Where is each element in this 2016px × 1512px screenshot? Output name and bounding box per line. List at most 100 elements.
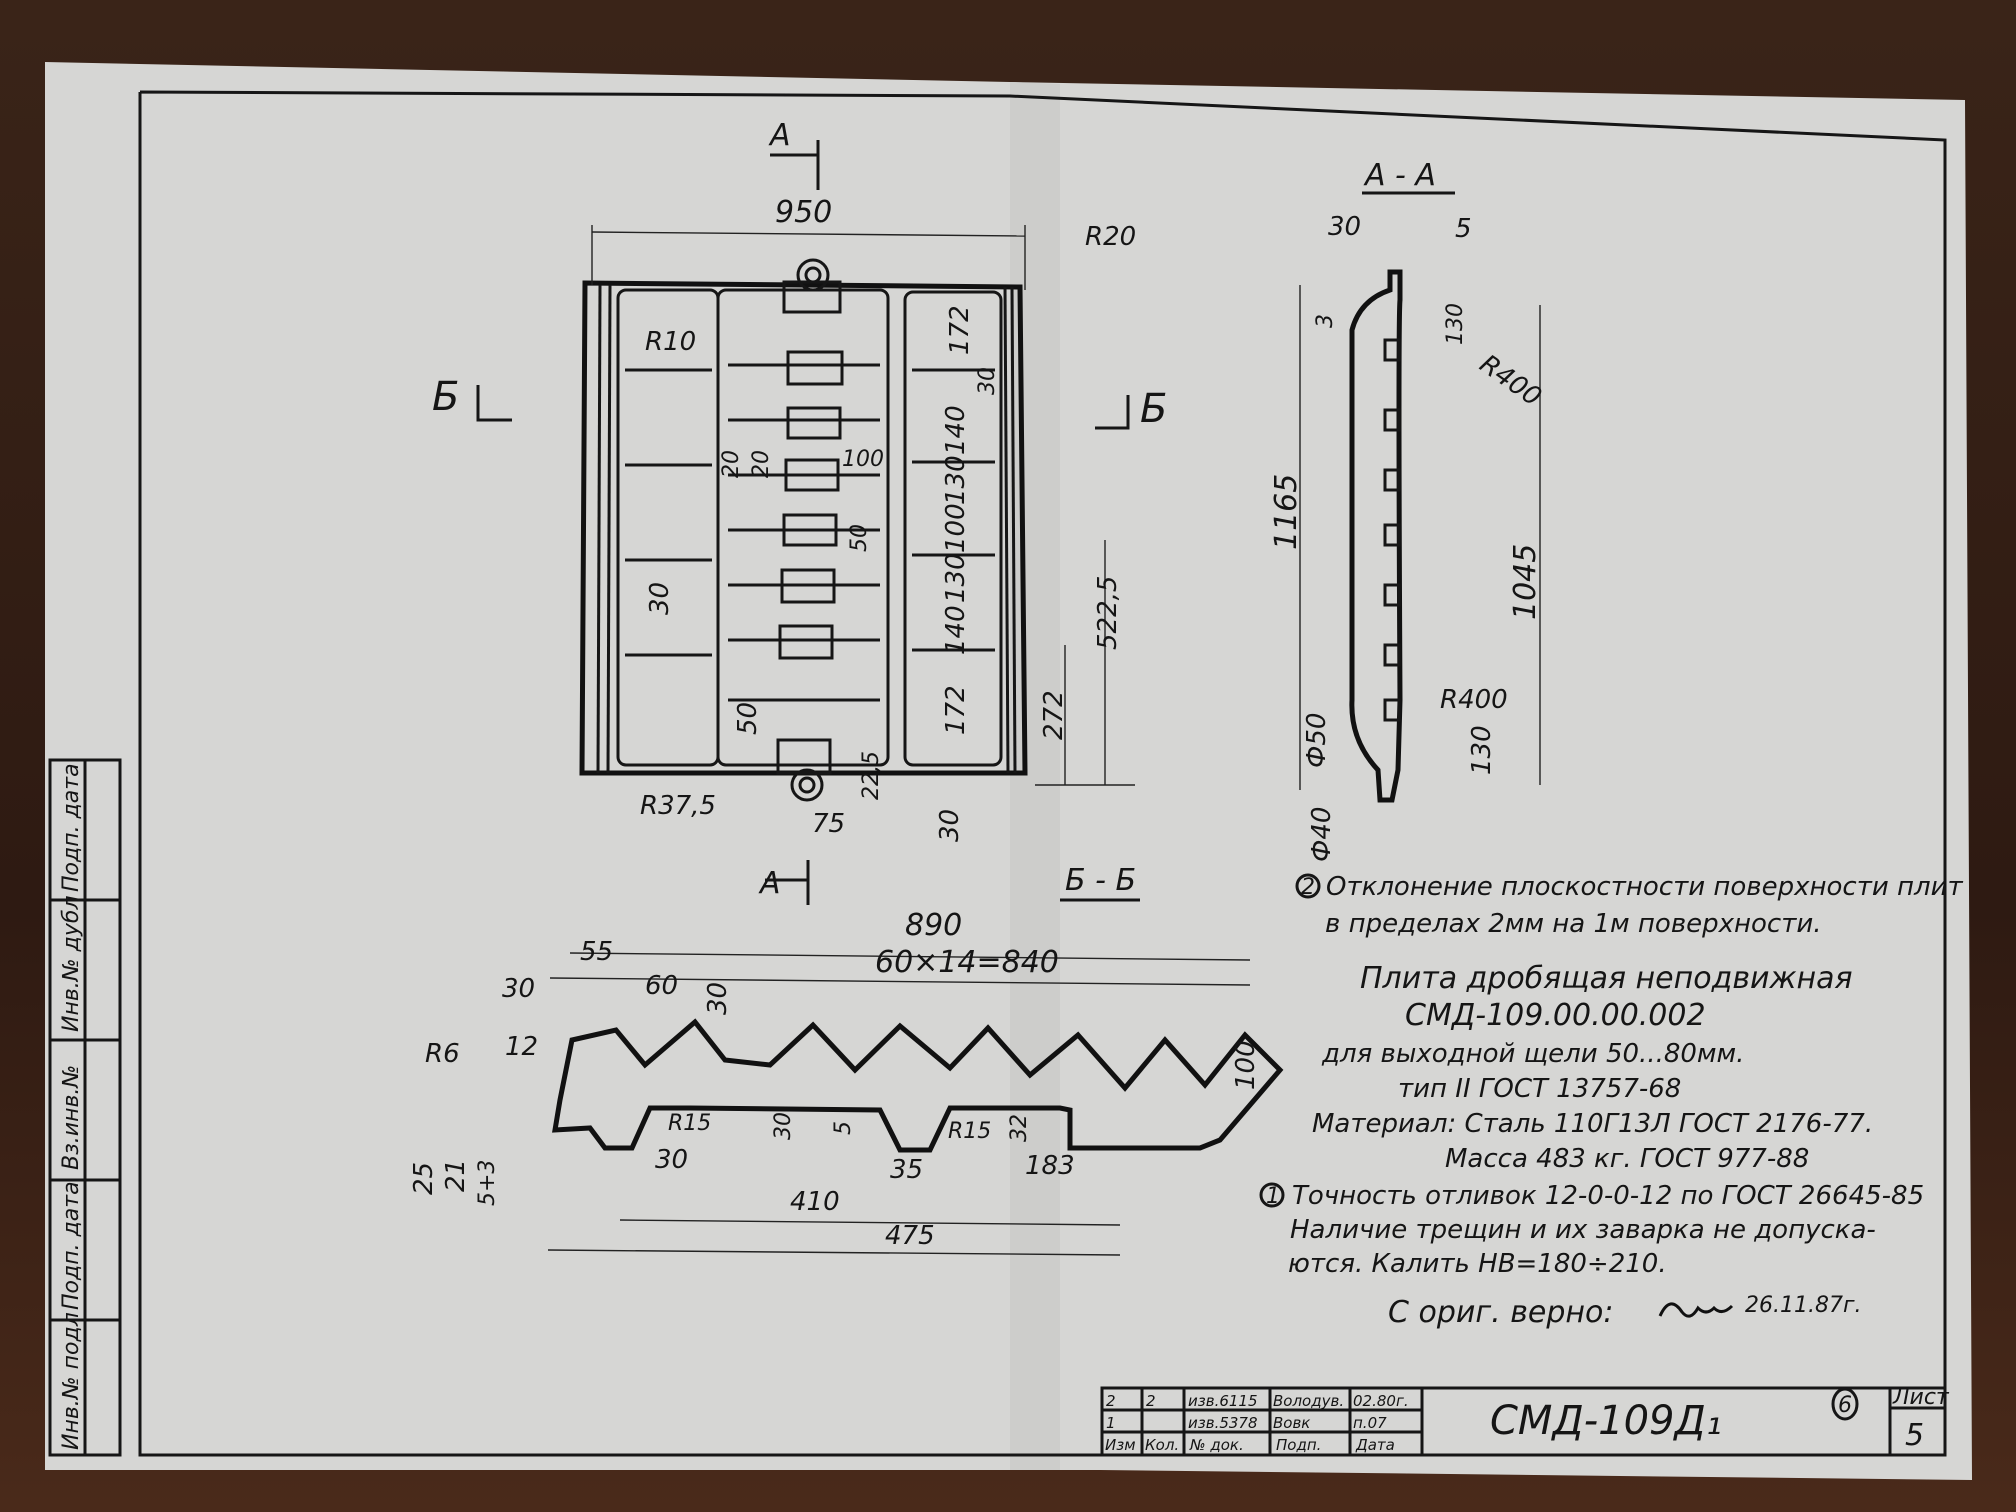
tb-header: № док. <box>1189 1436 1244 1454</box>
signature <box>1658 1302 1734 1318</box>
dim-label: R10 <box>645 327 696 357</box>
part-name: Плита дробящая неподвижная <box>1360 961 1853 996</box>
certified-label: С ориг. верно: <box>1388 1295 1613 1330</box>
note-marker: 2 <box>1301 875 1315 900</box>
circled-number: 6 <box>1838 1393 1852 1418</box>
dim-label: 5 <box>831 1121 856 1135</box>
material-text: Материал: Сталь 110Г13Л ГОСТ 2176-77. <box>1312 1109 1873 1139</box>
dim-label: Ф40 <box>1307 807 1337 862</box>
dim-label: R20 <box>1085 222 1136 252</box>
section-marks: А А Б Б <box>432 118 1167 905</box>
tb-cell: Володув. <box>1273 1392 1344 1410</box>
dim-label: R15 <box>668 1111 711 1136</box>
section-bb-title: Б - Б <box>1065 863 1136 898</box>
dim-label: 50 <box>733 702 763 735</box>
dim-label: 1045 <box>1508 544 1543 620</box>
dim-label: 272 <box>1039 690 1069 740</box>
note-text: Точность отливок 12-0-0-12 по ГОСТ 26645… <box>1292 1181 1924 1211</box>
dim-label: Ф50 <box>1302 713 1332 768</box>
section-mark-a-bottom: А <box>758 866 781 901</box>
dim-label: 130 <box>1443 303 1468 345</box>
dim-label: R15 <box>948 1119 991 1144</box>
tb-cell: 02.80г. <box>1353 1392 1409 1410</box>
dim-label: 30 <box>703 982 733 1015</box>
dim-label: 60×14=840 <box>875 945 1059 980</box>
dim-label: 30 <box>975 367 1000 395</box>
note-text: Отклонение плоскостности поверхности пли… <box>1326 872 1964 902</box>
mass-text: Масса 483 кг. ГОСТ 977-88 <box>1445 1144 1809 1174</box>
dim-label: 100 <box>1231 1040 1261 1090</box>
section-mark-b-left: Б <box>432 374 459 420</box>
sheet-label: Лист <box>1892 1385 1950 1410</box>
dim-label: 30 <box>502 974 535 1004</box>
dim-label: 410 <box>790 1187 840 1217</box>
dim-label: 522,5 <box>1093 576 1123 650</box>
dim-label: 3 <box>1313 314 1338 328</box>
plan-view: 950 R20 R10 172 30 140 130 100 130 140 1… <box>579 195 1136 842</box>
dim-label: 25 <box>409 1162 439 1195</box>
stamp-label: Подп. дата <box>59 1181 84 1310</box>
dim-label: 20 <box>749 450 774 478</box>
dim-label: 32 <box>1007 1114 1032 1142</box>
dim-label: 130 <box>941 455 971 505</box>
tb-cell: 2 <box>1146 1392 1156 1410</box>
tb-header: Кол. <box>1145 1436 1179 1454</box>
note-marker: 1 <box>1266 1184 1280 1209</box>
dim-label: 30 <box>645 582 675 615</box>
tb-header: Изм <box>1105 1436 1136 1454</box>
notes: 2 Отклонение плоскостности поверхности п… <box>1259 872 1964 1330</box>
dim-label: 5+3 <box>475 1160 500 1206</box>
dim-label: 22,5 <box>859 751 884 800</box>
dim-label: 890 <box>905 908 962 943</box>
paper-fold-shade <box>1010 82 1060 1470</box>
tb-cell: п.07 <box>1353 1414 1387 1432</box>
section-bb: Б - Б 890 60×14=840 55 30 60 30 R6 12 R1… <box>409 863 1284 1256</box>
dim-label: R37,5 <box>640 791 716 821</box>
dim-label: 30 <box>1328 212 1361 242</box>
dim-label: 35 <box>890 1155 923 1185</box>
dim-label: 140 <box>941 405 971 455</box>
part-number: СМД-109.00.00.002 <box>1405 998 1706 1033</box>
dim-label: R6 <box>425 1039 460 1069</box>
drawing-frame <box>138 90 1947 1457</box>
dim-label: 130 <box>1467 725 1497 775</box>
dim-label: 100 <box>842 447 884 472</box>
dim-label: 30 <box>655 1145 688 1175</box>
dim-label: 30 <box>935 809 965 842</box>
tb-cell: Вовк <box>1273 1414 1310 1432</box>
stamp-label: Вз.инв.№ <box>59 1065 84 1170</box>
dim-label: 5 <box>1455 214 1472 244</box>
dim-label: 130 <box>941 553 971 603</box>
dim-label: 55 <box>580 937 613 967</box>
standard-text: тип II ГОСТ 13757-68 <box>1398 1074 1681 1104</box>
dim-label: 950 <box>775 195 832 230</box>
tb-cell: 1 <box>1106 1414 1116 1432</box>
stamp-label: Инв.№ дубл <box>59 895 84 1032</box>
dim-label: 30 <box>771 1112 796 1140</box>
section-mark-b-right: Б <box>1140 386 1167 432</box>
sheet-number: 5 <box>1905 1418 1924 1453</box>
dim-label: 100 <box>941 503 971 553</box>
drawing-designation: СМД-109Д₁ <box>1490 1398 1722 1444</box>
dim-label: 475 <box>885 1221 935 1251</box>
dim-label: R400 <box>1440 685 1508 715</box>
tb-header: Дата <box>1355 1436 1395 1454</box>
dim-label: 12 <box>505 1032 538 1062</box>
note-text: в пределах 2мм на 1м поверхности. <box>1325 909 1822 939</box>
stamp-label: Подп. дата <box>59 763 84 892</box>
certified-date: 26.11.87г. <box>1745 1293 1862 1318</box>
title-block: 2 2 изв.6115 Володув. 02.80г. 1 изв.5378… <box>1100 1385 1950 1457</box>
tb-cell: изв.5378 <box>1188 1414 1258 1432</box>
tb-header: Подп. <box>1276 1436 1321 1454</box>
dim-label: 50 <box>847 524 872 552</box>
section-aa-title: А - А <box>1363 158 1436 193</box>
dim-label: 75 <box>812 809 845 839</box>
dim-label: 172 <box>945 305 975 355</box>
dim-label: 60 <box>645 971 678 1001</box>
dim-label: 21 <box>441 1159 471 1192</box>
dim-label: 172 <box>941 685 971 735</box>
section-aa: А - А 30 5 3 130 R400 1165 1045 R400 130… <box>1269 158 1547 862</box>
section-mark-a-top: А <box>768 118 791 153</box>
